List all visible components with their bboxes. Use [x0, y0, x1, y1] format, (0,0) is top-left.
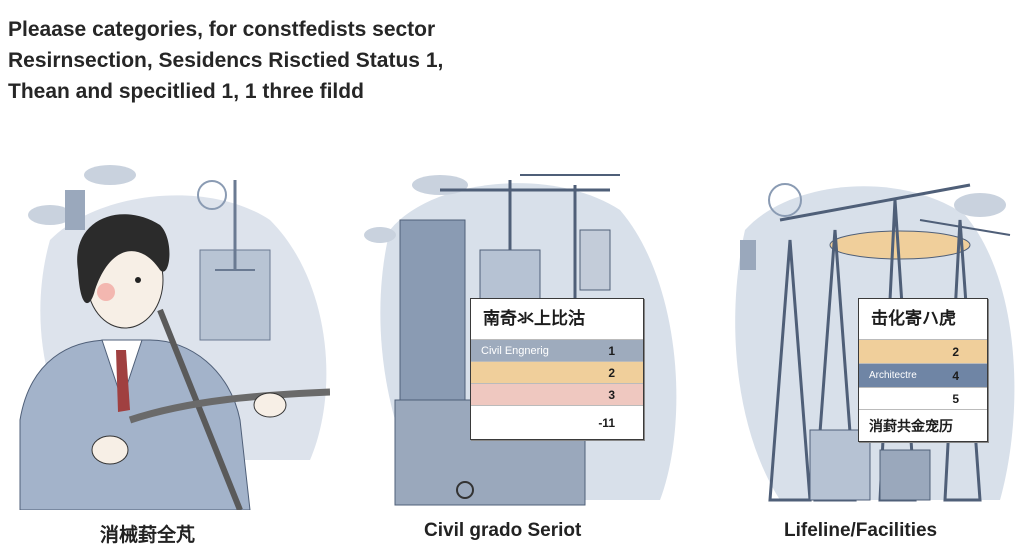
civil-row-4: -11 [471, 405, 643, 439]
heading-line-1: Pleaase categories, for constfedists sec… [8, 18, 436, 41]
lifeline-card-title: 击化寄ハ虎 [871, 309, 956, 328]
lifeline-row-2-value: 4 [952, 369, 959, 383]
civil-row-1: Civil Engnerig 1 [471, 339, 643, 361]
lifeline-card-footer: 消葑共金宠历 [859, 409, 987, 441]
civil-row-1-value: 1 [608, 344, 615, 358]
civil-row-3: 3 [471, 383, 643, 405]
lifeline-data-card: 击化寄ハ虎 2 Architectre 4 5 消葑共金宠历 [858, 298, 988, 442]
civil-row-2-value: 2 [608, 366, 615, 380]
caption-lifeline: Lifeline/Facilities [784, 520, 938, 541]
civil-row-3-value: 3 [608, 388, 615, 402]
lifeline-row-3: 5 [859, 387, 987, 409]
caption-civil: Civil grado Seriot [424, 520, 582, 541]
civil-row-4-value: -11 [598, 416, 615, 430]
panel-worker [10, 160, 330, 510]
lifeline-row-1: 2 [859, 339, 987, 363]
lifeline-row-2: Architectre 4 [859, 363, 987, 387]
caption-worker: 消械葑全芃 [100, 525, 196, 546]
civil-row-1-label: Civil Engnerig [481, 345, 549, 357]
civil-card-title: 南奇氺上比沽 [483, 309, 585, 328]
civil-data-card: 南奇氺上比沽 Civil Engnerig 1 2 3 -11 [470, 298, 644, 440]
worker-illustration [19, 165, 330, 510]
lifeline-row-3-value: 5 [952, 392, 959, 406]
civil-row-2: 2 [471, 361, 643, 383]
heading-line-2: Resirnsection, Sesidencs Risctied Status… [8, 49, 444, 72]
lifeline-row-2-label: Architectre [869, 370, 917, 381]
heading-line-3: Thean and specitlied 1, 1 three fildd [8, 80, 364, 103]
instructions-heading: Pleaase categories, for constfedists sec… [8, 14, 568, 107]
lifeline-row-1-value: 2 [952, 345, 959, 359]
